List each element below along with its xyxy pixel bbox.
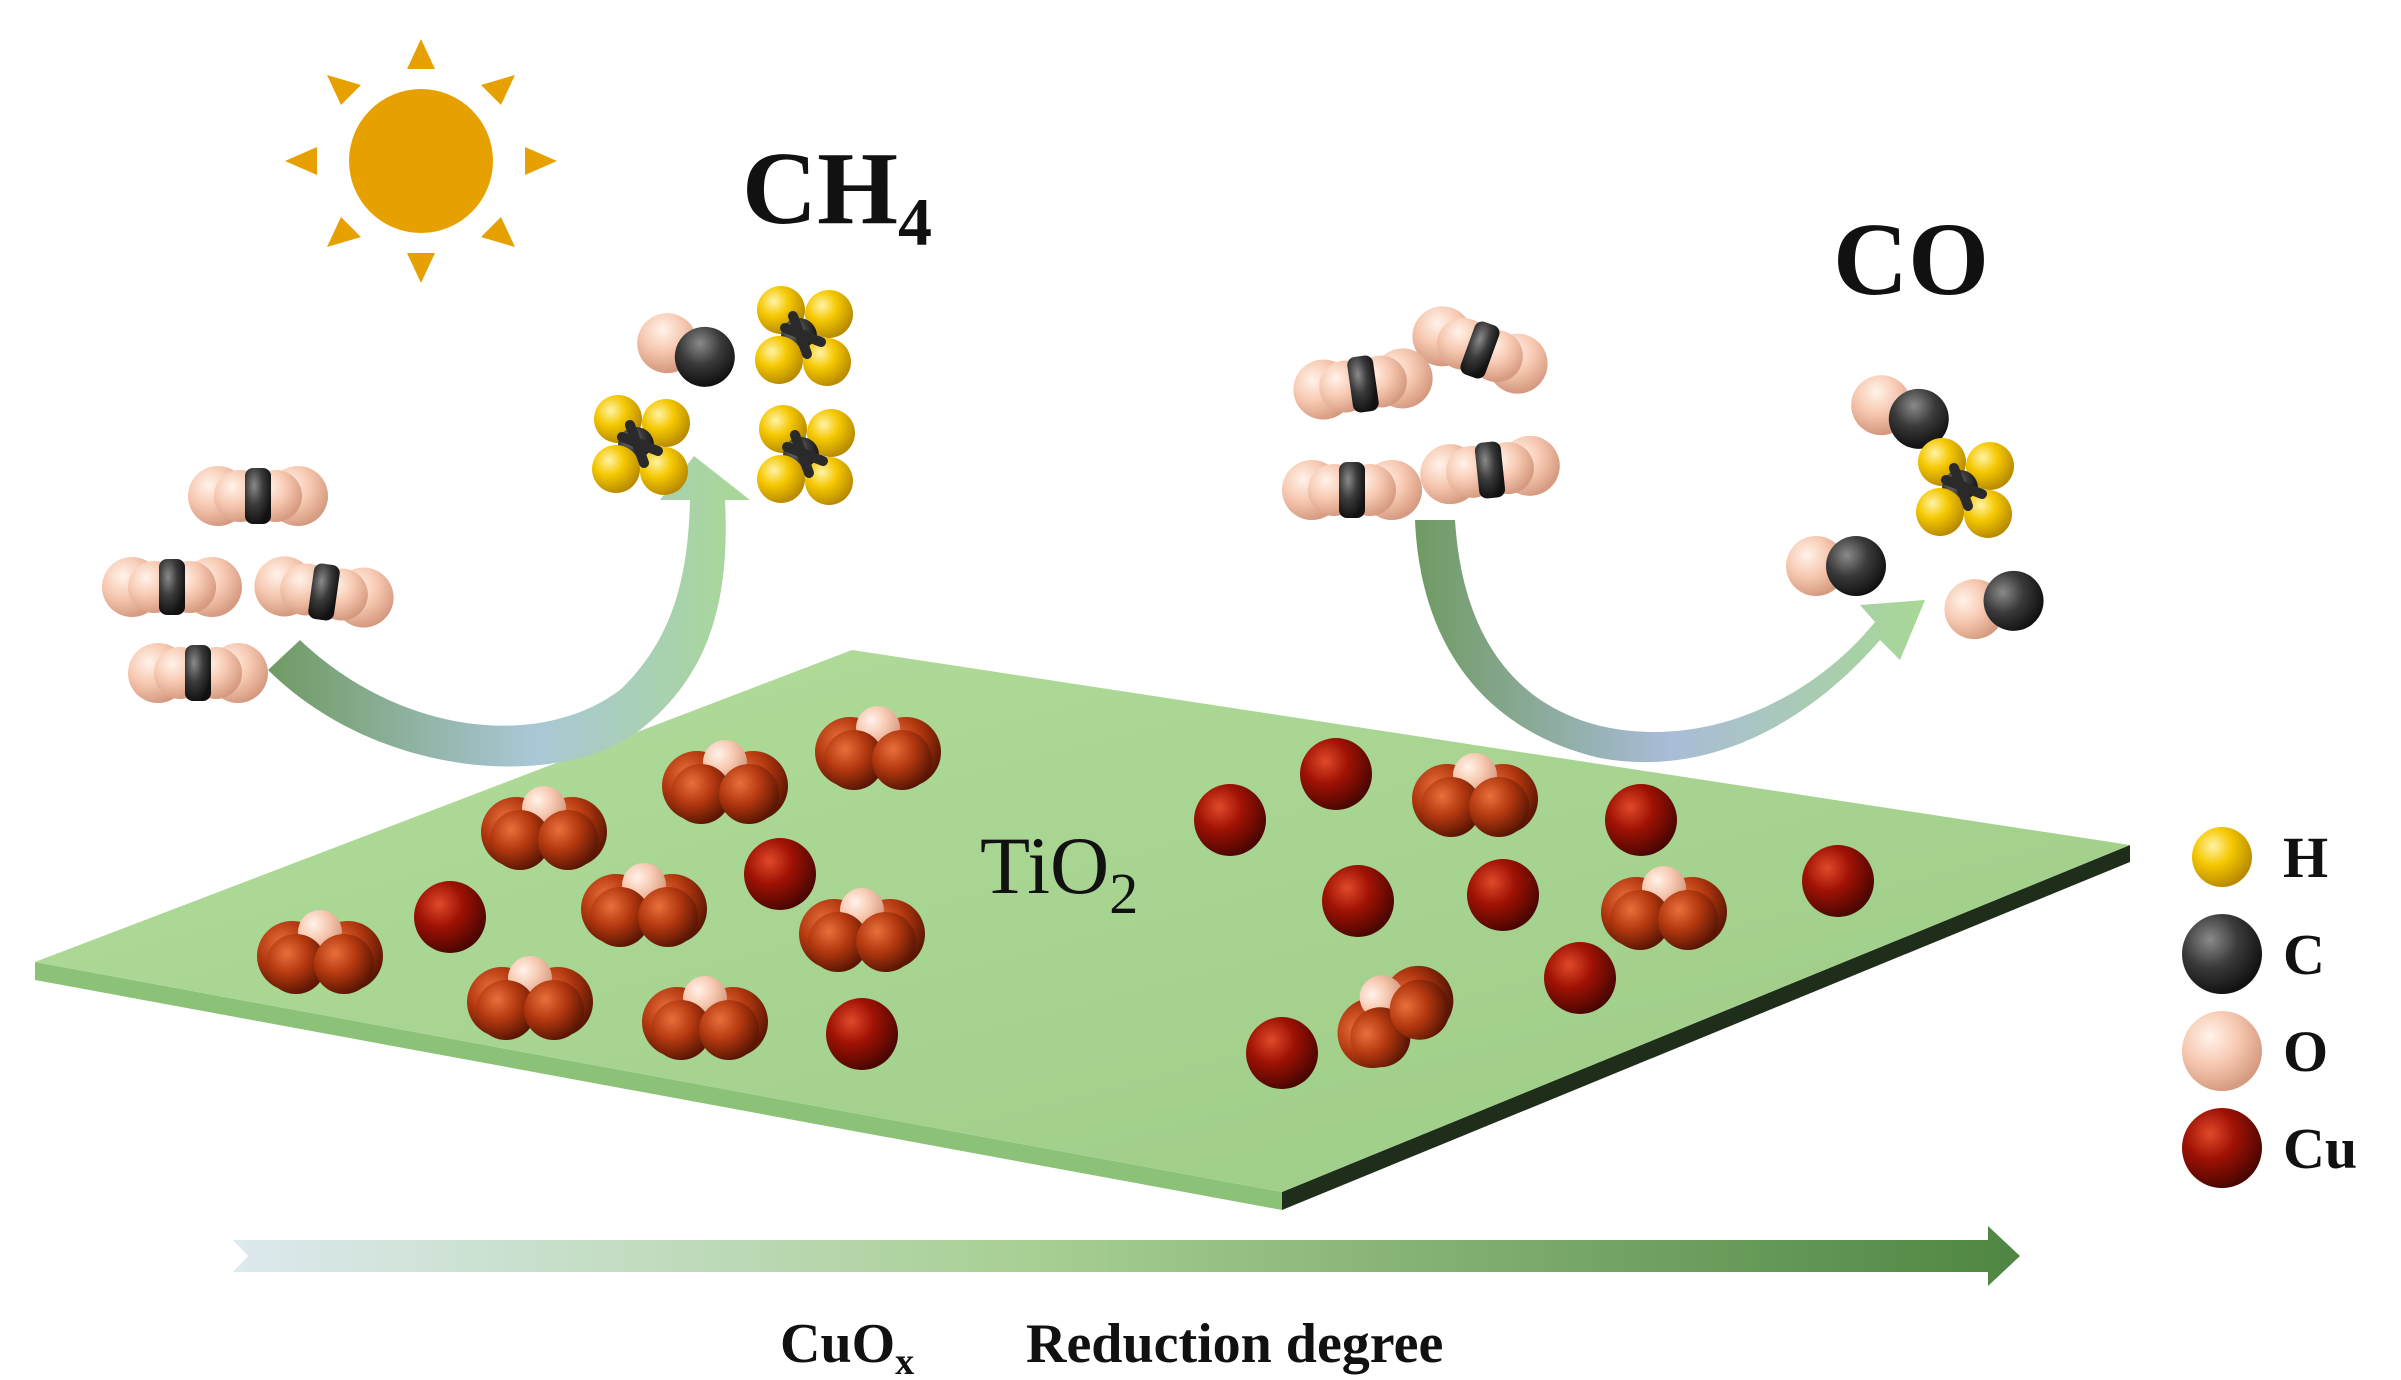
cu-atom-icon	[744, 838, 816, 910]
cu-atom-icon	[826, 998, 898, 1070]
co2-molecule-icon	[188, 466, 328, 526]
support-label-tio2: TiO2	[980, 820, 1138, 926]
cu-atom-icon	[1322, 865, 1394, 937]
axis-label-cuox: CuOx	[780, 1313, 914, 1380]
sun-icon	[285, 39, 557, 283]
co2-molecule-icon	[102, 557, 242, 617]
ch4-molecule-icon	[755, 286, 853, 386]
legend-swatch-c	[2182, 914, 2262, 994]
co2-molecule-icon	[128, 643, 268, 703]
tio2-support-plate	[35, 650, 2130, 1210]
cu-atom-icon	[1802, 845, 1874, 917]
left-co2-molecules	[102, 466, 398, 703]
cu-atom-icon	[1246, 1017, 1318, 1089]
co-molecule-icon	[1938, 565, 2050, 645]
legend-label-c: C	[2283, 922, 2325, 987]
left-reaction-arrow	[268, 456, 750, 767]
ch4-molecule-icon	[1916, 438, 2014, 538]
reduction-degree-axis-arrow	[233, 1226, 2020, 1286]
legend-label-cu: Cu	[2283, 1116, 2357, 1181]
legend-swatch-cu	[2182, 1108, 2262, 1188]
product-label-ch4: CH4	[742, 131, 932, 260]
cu-atom-icon	[1467, 859, 1539, 931]
co2-molecule-icon	[1417, 432, 1563, 508]
co2-molecule-icon	[1289, 344, 1437, 424]
legend-label-h: H	[2283, 825, 2328, 890]
legend-swatch-h	[2192, 827, 2252, 887]
cu-atom-icon	[1605, 784, 1677, 856]
cu-atom-icon	[1194, 784, 1266, 856]
cu-atom-icon	[414, 881, 486, 953]
atom-legend: HCO Cu	[2182, 825, 2357, 1188]
right-reaction-arrow	[1415, 520, 1925, 763]
cu-atom-icon	[1300, 738, 1372, 810]
co-molecule-icon	[1786, 536, 1886, 596]
legend-swatch-o	[2182, 1011, 2262, 1091]
right-co2-molecules	[1282, 297, 1563, 520]
left-products	[592, 286, 855, 505]
co2-molecule-icon	[1282, 460, 1422, 520]
ch4-molecule-icon	[592, 395, 690, 495]
co-molecule-icon	[628, 304, 744, 396]
product-label-co: CO	[1833, 202, 1989, 317]
axis-label-reduction-degree: Reduction degree	[1026, 1313, 1443, 1375]
cu-atom-icon	[1544, 942, 1616, 1014]
legend-label-o: O	[2283, 1019, 2328, 1084]
co2-molecule-icon	[250, 552, 398, 632]
ch4-molecule-icon	[757, 405, 855, 505]
